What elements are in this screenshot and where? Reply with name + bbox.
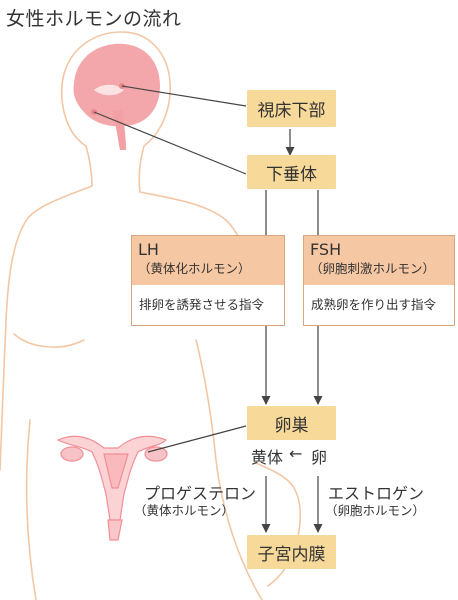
hormone-name: FSH (310, 240, 342, 259)
hormone-subtitle: （卵胞刺激ホルモン） (310, 261, 436, 276)
hormone-card-head: LH （黄体化ホルモン） (132, 236, 284, 285)
hormone-subtitle: （黄体化ホルモン） (138, 261, 251, 276)
hypothalamus-pointer (121, 85, 247, 107)
progesterone-label: プロゲステロン (144, 484, 257, 503)
node-pituitary: 下垂体 (247, 155, 336, 189)
hormone-description: 排卵を誘発させる指令 (139, 297, 265, 312)
ovary-pointer (147, 425, 247, 453)
brain-illustration (73, 43, 160, 150)
egg-label: 卵 (311, 448, 328, 467)
progesterone-subtitle: （黄体ホルモン） (134, 503, 235, 518)
hormone-name: LH (138, 240, 159, 259)
pituitary-pointer (93, 111, 247, 175)
node-endometrium: 子宮内膜 (247, 535, 336, 569)
hormone-description: 成熟卵を作り出す指令 (311, 297, 437, 312)
estrogen-label: エストロゲン (328, 484, 425, 503)
uterus-illustration (56, 435, 168, 541)
node-hypothalamus: 視床下部 (247, 90, 336, 127)
hormone-card-fsh: FSH （卵胞刺激ホルモン） 成熟卵を作り出す指令 (303, 235, 455, 326)
node-ovary: 卵巣 (247, 406, 336, 440)
hormone-card-head: FSH （卵胞刺激ホルモン） (304, 236, 454, 285)
hormone-card-lh: LH （黄体化ホルモン） 排卵を誘発させる指令 (131, 235, 285, 326)
corpus-luteum-label: 黄体 (251, 448, 284, 467)
arrow-left-glyph: ← (289, 444, 303, 463)
diagram-title: 女性ホルモンの流れ (6, 8, 182, 30)
estrogen-subtitle: （卵胞ホルモン） (325, 503, 426, 518)
